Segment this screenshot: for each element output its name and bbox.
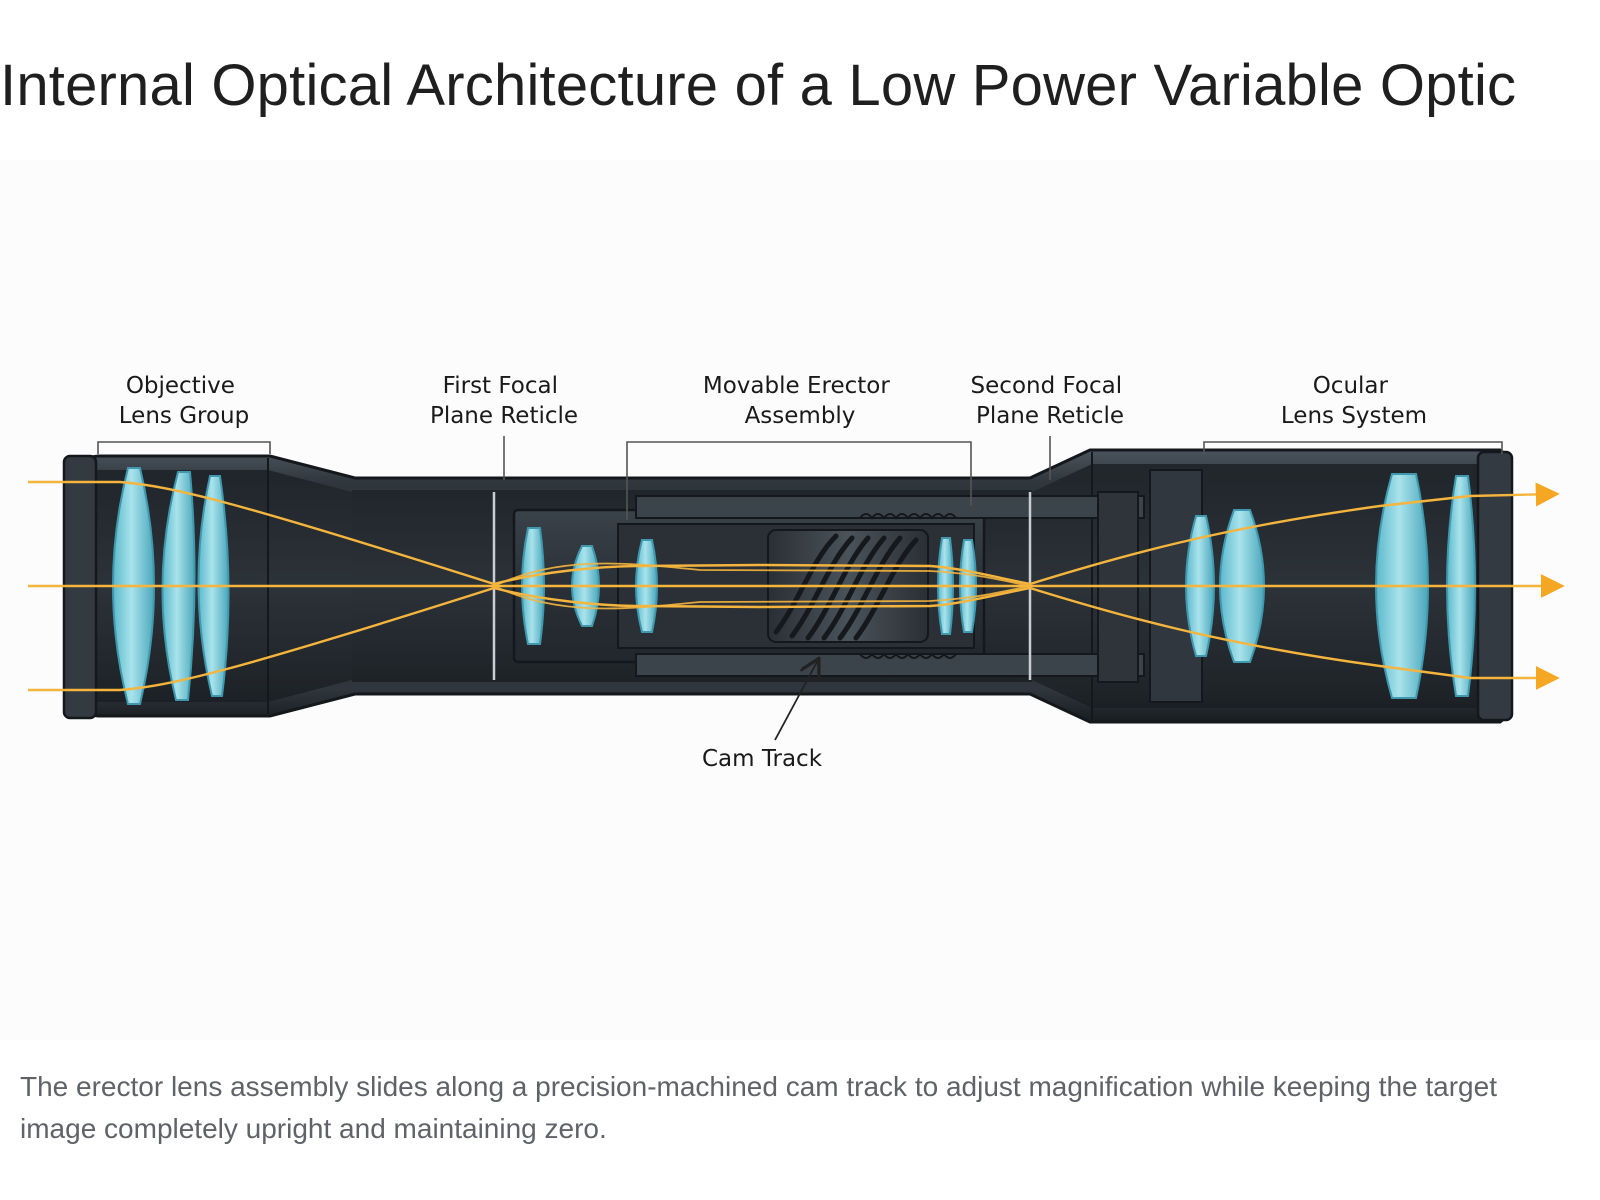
callout-leaders — [97, 436, 1503, 741]
erector-bracket — [626, 441, 972, 520]
label-cam-track: Cam Track — [702, 746, 823, 772]
label-ocular-line1: Ocular — [1313, 373, 1389, 399]
ray-inner-a — [493, 562, 1031, 587]
optic-cutaway-figure: Objective Lens Group First Focal Plane R… — [0, 160, 1600, 1040]
label-erector-line2: Assembly — [745, 403, 856, 429]
label-sfp-line1: Second Focal — [971, 373, 1123, 399]
optic-cutaway-diagram: Objective Lens Group First Focal Plane R… — [28, 373, 1565, 772]
label-ffp-line1: First Focal — [443, 373, 558, 399]
ray-bottom — [28, 586, 1560, 692]
label-erector-line1: Movable Erector — [703, 373, 890, 399]
label-erector: Movable Erector Assembly — [703, 373, 897, 429]
label-ocular-line2: Lens System — [1281, 403, 1427, 429]
ray-inner-b — [493, 585, 1031, 610]
label-ocular: Ocular Lens System — [1281, 373, 1427, 429]
objective-bracket — [97, 441, 271, 454]
callout-labels: Objective Lens Group First Focal Plane R… — [119, 373, 1427, 772]
label-objective-line2: Lens Group — [119, 403, 249, 429]
page-title: Internal Optical Architecture of a Low P… — [0, 53, 1517, 118]
sleeve-threads — [859, 513, 957, 659]
light-rays — [28, 480, 1565, 692]
cam-leader — [774, 660, 818, 741]
ray-top — [28, 480, 1560, 586]
label-ffp-line2: Plane Reticle — [430, 403, 578, 429]
label-objective: Objective Lens Group — [119, 373, 249, 429]
ocular-bracket — [1203, 441, 1503, 454]
figure-caption: The erector lens assembly slides along a… — [20, 1071, 1497, 1144]
label-sfp: Second Focal Plane Reticle — [971, 373, 1130, 429]
label-objective-line1: Objective — [126, 373, 235, 399]
label-ffp: First Focal Plane Reticle — [430, 373, 578, 429]
label-sfp-line2: Plane Reticle — [976, 403, 1124, 429]
